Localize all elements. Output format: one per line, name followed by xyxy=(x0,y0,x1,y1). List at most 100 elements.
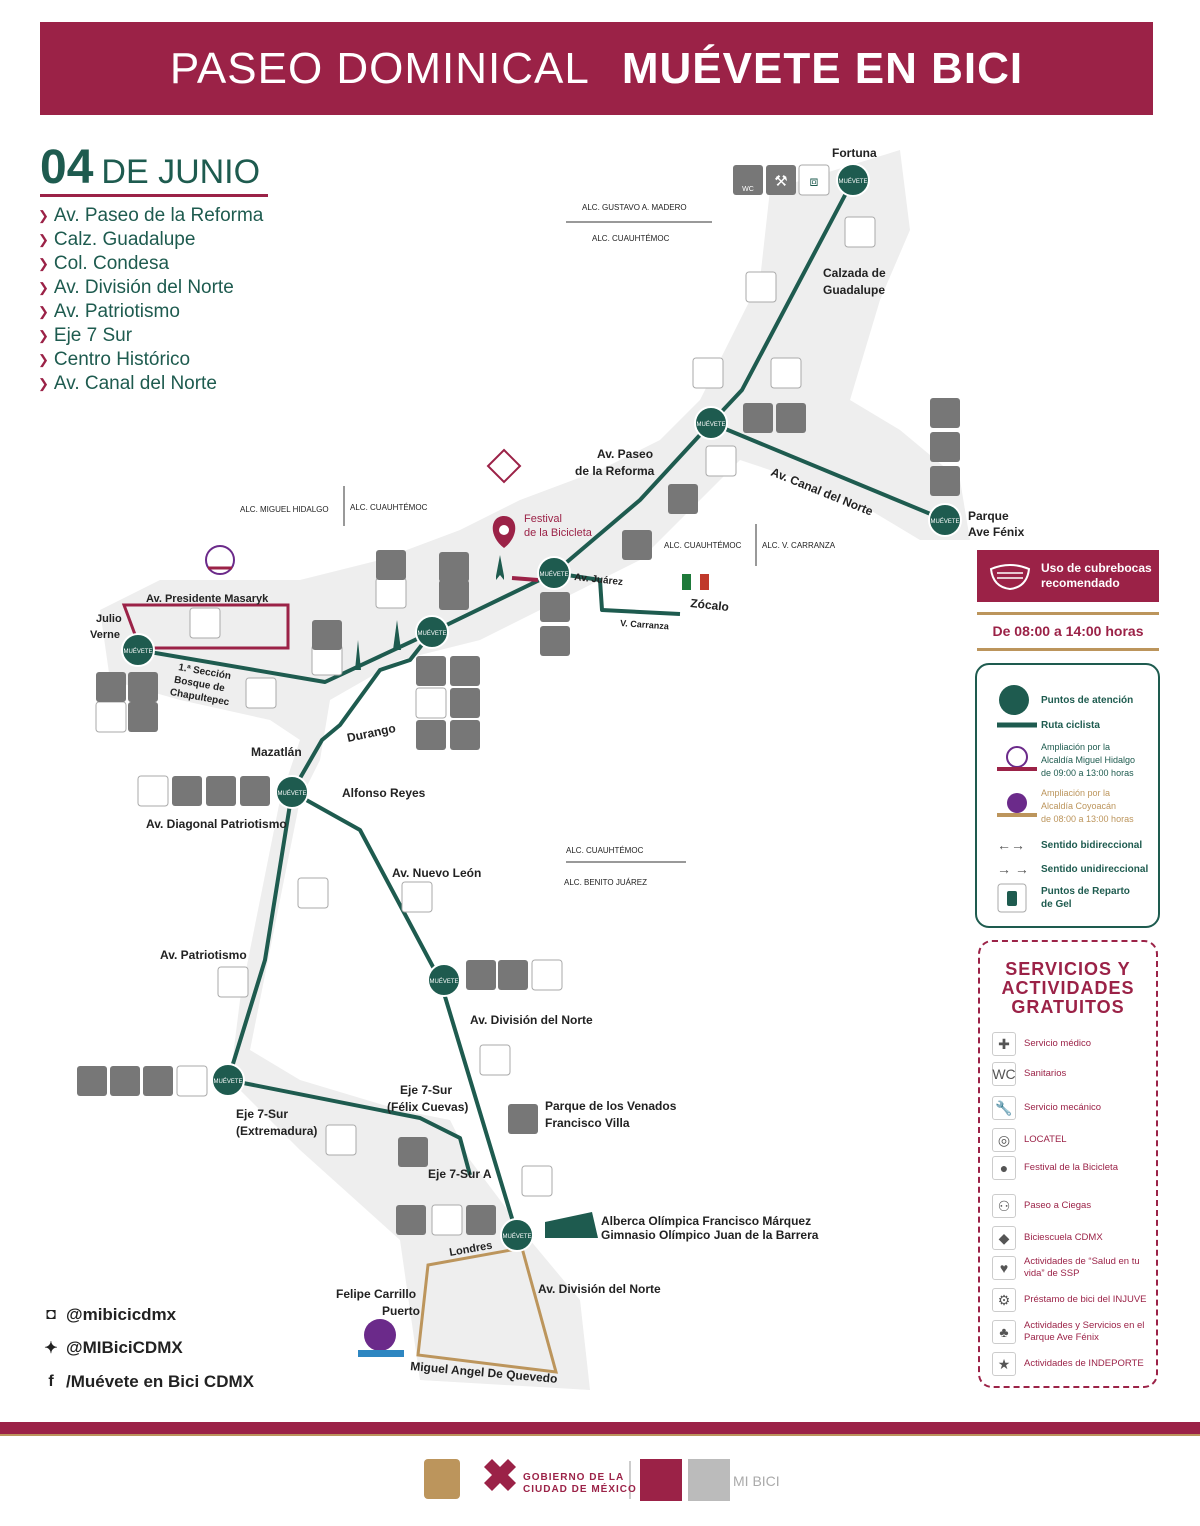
chevron-right-icon: ❯ xyxy=(38,280,49,295)
service-item: ⚇Paseo a Ciegas xyxy=(992,1194,1154,1218)
label-alc-cuauhtemoc: ALC. CUAUHTÉMOC xyxy=(592,234,670,243)
label-ave-fenix: Parque xyxy=(968,509,1009,523)
map-labels: Fortuna Calzada de Guadalupe ALC. GUSTAV… xyxy=(90,146,1025,1386)
route-item: ❯Av. Paseo de la Reforma xyxy=(38,205,264,226)
legend-attention-points: Puntos de atención xyxy=(997,683,1133,717)
svg-text:MUÉVETE: MUÉVETE xyxy=(696,421,725,428)
chevron-right-icon: ❯ xyxy=(38,232,49,247)
label-festival: Festival xyxy=(524,513,562,525)
attention-points: MUÉVETE MUÉVETE MUÉVETE MUÉVETE MUÉVETE … xyxy=(121,163,962,1252)
bike-loan-icon: ⚙ xyxy=(992,1288,1016,1312)
service-label: Festival de la Bicicleta xyxy=(1024,1162,1118,1173)
route-item: ❯Av. Canal del Norte xyxy=(38,373,217,394)
svg-text:Guadalupe: Guadalupe xyxy=(823,283,885,297)
service-label: Servicio médico xyxy=(1024,1038,1092,1049)
bike-route xyxy=(137,179,946,1236)
node-londres: MUÉVETE xyxy=(500,1218,534,1252)
svg-text:Francisco Villa: Francisco Villa xyxy=(545,1116,630,1130)
service-label: Paseo a Ciegas xyxy=(1024,1200,1092,1211)
route-item: ❯Eje 7 Sur xyxy=(38,325,133,346)
social-twitter[interactable]: ✦@MIBiciCDMX xyxy=(40,1338,182,1358)
chevron-right-icon: ❯ xyxy=(38,376,49,391)
label-fortuna: Fortuna xyxy=(832,146,877,160)
stadium-icon xyxy=(545,1212,598,1238)
pin-icon: ● xyxy=(992,1156,1016,1180)
label-alfonso-reyes: Alfonso Reyes xyxy=(342,786,426,800)
footer-mibici: MI BICI xyxy=(733,1473,780,1489)
route-item: ❯Av. Patriotismo xyxy=(38,301,180,322)
date-underline xyxy=(40,194,268,197)
node-guadalupe: MUÉVETE xyxy=(694,406,728,440)
service-label: LOCATEL xyxy=(1024,1134,1067,1145)
park-icon: ♣ xyxy=(992,1320,1016,1344)
node-fortuna: MUÉVETE xyxy=(836,163,870,197)
event-hours: De 08:00 a 14:00 horas xyxy=(992,623,1144,639)
label-alc-cuauhtemoc-2: ALC. CUAUHTÉMOC xyxy=(350,503,428,512)
flag-icon xyxy=(682,574,709,590)
monument-icon xyxy=(355,555,504,670)
route-item: ❯Centro Histórico xyxy=(38,349,191,370)
gold-divider xyxy=(977,648,1159,651)
coyoacan-extension xyxy=(416,1246,559,1374)
medical-icon: ✚ xyxy=(992,1032,1016,1056)
bidirectional-arrow-icon: ←→ xyxy=(997,837,1025,853)
service-label: Biciescuela CDMX xyxy=(1024,1232,1103,1243)
gold-divider xyxy=(977,612,1159,615)
chevron-right-icon: ❯ xyxy=(38,304,49,319)
service-item: ✚ Servicio médico xyxy=(992,1032,1154,1056)
label-durango: Durango xyxy=(346,721,397,745)
chevron-right-icon: ❯ xyxy=(38,208,49,223)
label-venados: Parque de los Venados xyxy=(545,1099,677,1113)
label-alc-benito-juarez: ALC. BENITO JUÁREZ xyxy=(564,878,647,887)
twitter-icon: ✦ xyxy=(44,1340,58,1357)
health-icon: ♥ xyxy=(992,1256,1016,1280)
label-alc-miguel-hidalgo: ALC. MIGUEL HIDALGO xyxy=(240,505,329,514)
label-av-juarez: Av. Juárez xyxy=(574,572,624,588)
label-diagonal-patriotismo: Av. Diagonal Patriotismo xyxy=(146,817,287,831)
node-julio-verne: MUÉVETE xyxy=(121,633,155,667)
node-reforma: MUÉVETE xyxy=(415,615,449,649)
service-item: ♥Actividades de “Salud en tu vida” de SS… xyxy=(992,1256,1154,1280)
service-item: ★Actividades de INDEPORTE xyxy=(992,1352,1154,1376)
svg-text:MUÉVETE: MUÉVETE xyxy=(930,518,959,525)
service-label: Actividades y Servicios en el Parque Ave… xyxy=(1024,1320,1145,1343)
label-nuevo-leon: Av. Nuevo León xyxy=(392,866,481,880)
title-banner: PASEO DOMINICAL MUÉVETE EN BICI xyxy=(40,22,1153,115)
muevete-logo xyxy=(205,545,235,575)
title-light: PASEO DOMINICAL xyxy=(169,43,590,93)
node-division-norte: MUÉVETE xyxy=(427,963,461,997)
social-instagram[interactable]: ◘@mibicicdmx xyxy=(40,1305,176,1325)
bike-school-icon: ◆ xyxy=(992,1226,1016,1250)
sport-icon: ★ xyxy=(992,1352,1016,1376)
toilet-icon: WC xyxy=(992,1062,1016,1086)
route-map: MUÉVETE MUÉVETE MUÉVETE MUÉVETE MUÉVETE … xyxy=(77,146,1025,1390)
svg-text:MUÉVETE: MUÉVETE xyxy=(502,1233,531,1240)
service-icons: WC ⚒ ⧈ xyxy=(77,164,960,1236)
social-facebook[interactable]: f/Muévete en Bici CDMX xyxy=(40,1372,254,1392)
gel-icon xyxy=(997,883,1027,913)
wrench-icon: 🔧 xyxy=(992,1096,1016,1120)
bike-logo-icon xyxy=(688,1459,730,1501)
service-item: ● Festival de la Bicicleta xyxy=(992,1156,1154,1180)
route-gap-segment xyxy=(511,576,539,582)
service-item: ◆ Biciescuela CDMX xyxy=(992,1226,1154,1250)
service-item: ◎LOCATEL xyxy=(992,1128,1154,1152)
coat-of-arms-icon xyxy=(424,1459,460,1499)
svg-text:MUÉVETE: MUÉVETE xyxy=(277,790,306,797)
legend-unidirectional: → → Sentido unidireccional xyxy=(997,861,1149,877)
node-diagonal-patriotismo: MUÉVETE xyxy=(275,775,309,809)
north-area xyxy=(100,150,970,1390)
footer-logos xyxy=(424,1459,730,1501)
label-alc-carranza: ALC. V. CARRANZA xyxy=(762,541,836,550)
mask-icon xyxy=(989,564,1031,591)
label-paseo-reforma: Av. Paseo xyxy=(597,447,653,461)
wrench-icon: ⚒ xyxy=(774,173,787,190)
